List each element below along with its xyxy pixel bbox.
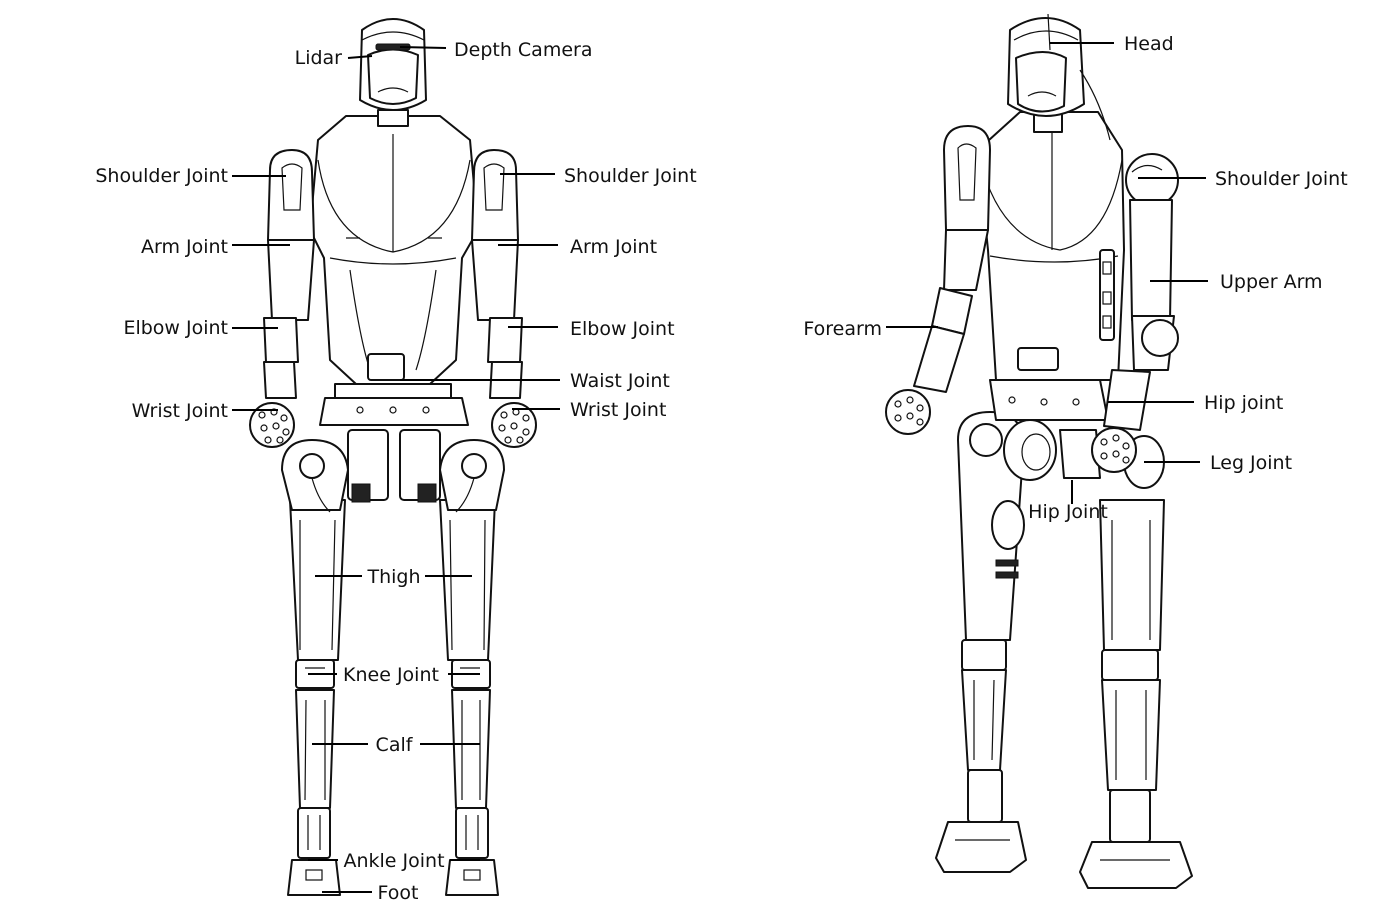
label-lidar: Lidar — [295, 47, 343, 69]
side-left-arm — [885, 125, 991, 435]
label-calf: Calf — [376, 734, 414, 756]
label-wrist-joint-left: Wrist Joint — [132, 400, 228, 422]
label-elbow-joint-right: Elbow Joint — [570, 318, 675, 340]
side-torso — [977, 111, 1125, 381]
front-torso — [309, 115, 479, 385]
label-upper-arm: Upper Arm — [1220, 271, 1323, 293]
front-head — [359, 18, 427, 127]
label-foot: Foot — [378, 882, 419, 904]
label-wrist-joint-right: Wrist Joint — [570, 399, 666, 421]
front-view-labels: Lidar Depth Camera Shoulder Joint Should… — [95, 39, 696, 904]
label-arm-joint-right: Arm Joint — [570, 236, 657, 258]
side-right-arm — [1091, 153, 1179, 473]
front-right-leg — [439, 499, 499, 896]
front-view-robot — [249, 18, 537, 896]
front-right-arm — [471, 149, 537, 448]
side-right-leg — [1079, 499, 1193, 889]
front-hip-joints — [281, 429, 505, 513]
label-thigh: Thigh — [366, 566, 420, 588]
label-leg-joint: Leg Joint — [1210, 452, 1292, 474]
label-waist-joint: Waist Joint — [570, 370, 670, 392]
label-head: Head — [1124, 33, 1174, 55]
side-left-leg — [935, 411, 1027, 873]
side-view-robot — [885, 13, 1193, 889]
front-waist — [319, 383, 469, 426]
side-view-labels: Head Shoulder Joint Upper Arm Forearm Hi… — [803, 33, 1347, 523]
label-ankle-joint: Ankle Joint — [343, 850, 444, 872]
label-hip-joint-lower: Hip Joint — [1028, 501, 1108, 523]
label-hip-joint-upper: Hip joint — [1204, 392, 1283, 414]
label-depth-camera: Depth Camera — [454, 39, 592, 61]
front-left-leg — [287, 499, 346, 896]
label-knee-joint: Knee Joint — [343, 664, 439, 686]
callout-lines — [232, 42, 1208, 893]
label-forearm: Forearm — [803, 318, 882, 340]
label-shoulder-joint-left: Shoulder Joint — [95, 165, 228, 187]
label-arm-joint-left: Arm Joint — [141, 236, 228, 258]
front-left-arm — [249, 149, 315, 448]
label-elbow-joint-left: Elbow Joint — [123, 317, 228, 339]
label-shoulder-joint-side: Shoulder Joint — [1215, 168, 1348, 190]
label-shoulder-joint-right: Shoulder Joint — [564, 165, 697, 187]
